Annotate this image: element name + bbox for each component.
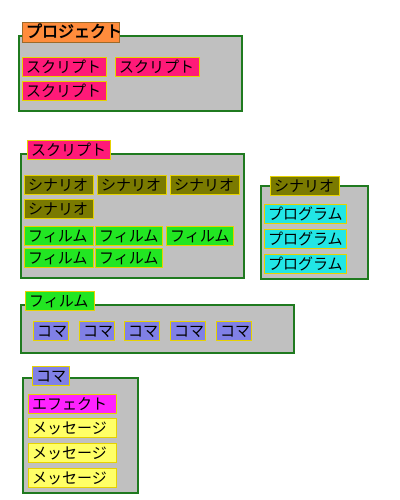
film-item: フィルム	[95, 248, 163, 268]
script-item: スクリプト	[22, 81, 107, 101]
scenario-item: シナリオ	[24, 175, 94, 195]
film-item: フィルム	[166, 226, 234, 246]
film-item: フィルム	[24, 248, 94, 268]
script-item: スクリプト	[22, 57, 107, 77]
program-item: プログラム	[264, 254, 347, 274]
program-item: プログラム	[264, 204, 347, 224]
frame-item: コマ	[79, 321, 115, 341]
scenario-title: シナリオ	[270, 176, 340, 196]
message-item: メッセージ	[28, 418, 117, 438]
message-item: メッセージ	[28, 443, 117, 463]
script-title: スクリプト	[27, 140, 111, 160]
frame-title: コマ	[32, 366, 70, 386]
script-item: スクリプト	[115, 57, 200, 77]
film-title: フィルム	[25, 291, 95, 311]
effect-item: エフェクト	[28, 394, 117, 414]
frame-item: コマ	[170, 321, 206, 341]
scenario-item: シナリオ	[170, 175, 240, 195]
project-title: プロジェクト	[22, 22, 122, 43]
scenario-item: シナリオ	[24, 199, 94, 219]
message-item: メッセージ	[28, 468, 117, 488]
film-item: フィルム	[24, 226, 94, 246]
frame-item: コマ	[33, 321, 69, 341]
scenario-item: シナリオ	[97, 175, 167, 195]
frame-item: コマ	[216, 321, 252, 341]
film-item: フィルム	[95, 226, 163, 246]
frame-item: コマ	[124, 321, 160, 341]
program-item: プログラム	[264, 229, 347, 249]
